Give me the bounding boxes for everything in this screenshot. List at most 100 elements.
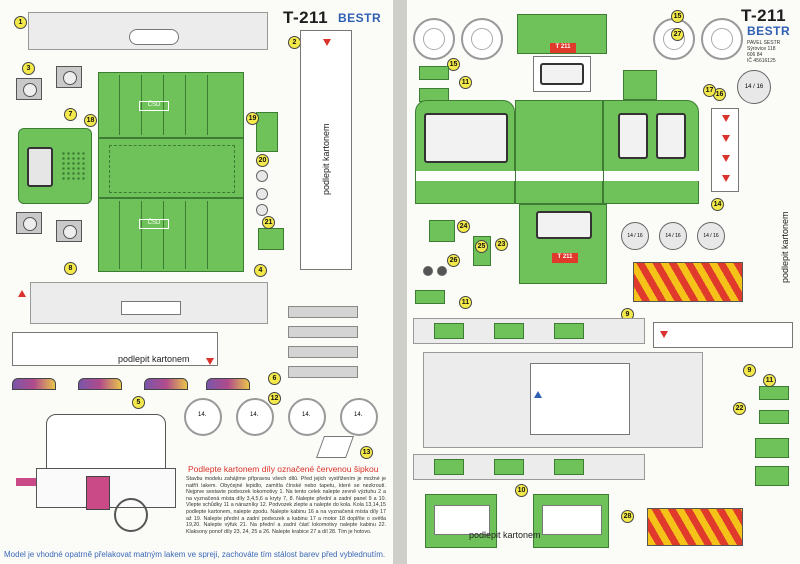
podlepit-label-horizontal-right: podlepit kartonem <box>469 530 541 540</box>
buffer-part-d <box>206 378 250 390</box>
buffer-part-a <box>12 378 56 390</box>
left-sheet: T-211 BESTR 1 2 3 podlepit kartonem 7 18… <box>0 0 393 564</box>
podlepit-label-vertical-right: podlepit kartonem <box>780 211 790 283</box>
part-number-r22: 22 <box>733 402 746 415</box>
hood-grille <box>27 147 53 187</box>
frame-strip-part <box>413 318 645 344</box>
author-block: PAVEL SESTR Sýrovice 118 606 84 IČ 45616… <box>747 40 781 64</box>
step-part-c <box>288 346 358 358</box>
part-number-4: 4 <box>254 264 267 277</box>
cab-window-frame-top <box>533 56 591 92</box>
hood-front-part <box>18 128 92 204</box>
side-box-part-b <box>533 494 609 548</box>
light-part-b <box>437 266 447 276</box>
lamp-part-r: 14 / 16 <box>737 70 771 104</box>
part-number-12: 12 <box>268 392 281 405</box>
box-part-r <box>755 438 789 458</box>
cardboard-box-r <box>653 322 793 348</box>
step-part-b <box>288 326 358 338</box>
part-number-r25: 25 <box>475 240 488 253</box>
part-number-7: 7 <box>64 108 77 121</box>
lamp-plate-1: 14 / 16 <box>621 222 649 250</box>
lamp-plate-2: 14 / 16 <box>659 222 687 250</box>
cardboard-band <box>12 332 218 366</box>
lamp-part-a <box>256 170 268 182</box>
long-strip-part <box>300 30 352 270</box>
cab-side-part-r <box>623 70 657 100</box>
bogie-part-c <box>16 212 42 234</box>
step-part-r-b <box>759 386 789 400</box>
wheel-part-r4 <box>701 18 743 60</box>
cab-roof-part: T 211 <box>517 14 607 54</box>
hazard-panel-rear <box>647 508 743 546</box>
step-part-r-c <box>759 410 789 424</box>
step-part-r-a <box>415 290 445 304</box>
lamp-part-c <box>256 204 268 216</box>
part-number-r14: 14 <box>711 198 724 211</box>
cab-front-part <box>415 100 516 204</box>
step-part-a <box>288 306 358 318</box>
wheel-part-4: 14. <box>340 398 378 436</box>
part-number-5: 5 <box>132 396 145 409</box>
cardboard-arrow-icon-3 <box>206 358 214 365</box>
bogie-part-a <box>16 78 42 100</box>
cab-back-part <box>603 100 700 204</box>
part-number-r26: 26 <box>447 254 460 267</box>
frame-strip-part-2 <box>413 454 645 480</box>
part-number-r10: 10 <box>515 484 528 497</box>
box-part-r2 <box>755 466 789 486</box>
part-number-r11: 11 <box>459 76 472 89</box>
part-number-18: 18 <box>84 114 97 127</box>
chassis-slot <box>129 29 179 45</box>
model-title-left: T-211 <box>283 8 329 27</box>
csd-logo-icon: ČSD <box>139 101 169 111</box>
part-number-6: 6 <box>268 372 281 385</box>
step-part-d <box>288 366 358 378</box>
part-number-r27: 27 <box>671 28 684 41</box>
bogie-part-b <box>56 66 82 88</box>
lamp-part-b <box>256 188 268 200</box>
part-number-3: 3 <box>22 62 35 75</box>
small-part-19 <box>256 112 278 152</box>
chassis-top-part <box>28 12 268 50</box>
light-part-a <box>423 266 433 276</box>
cardboard-arrow-icon <box>323 39 331 46</box>
body-top-panel <box>98 138 244 198</box>
wheel-part-1: 14. <box>184 398 222 436</box>
part-number-1: 1 <box>14 16 27 29</box>
roof-part-13 <box>315 436 355 458</box>
body-side-upper: ČSD <box>98 72 244 138</box>
sheet-gutter <box>393 0 407 564</box>
part-number-19: 19 <box>246 112 259 125</box>
cab-bottom-part: T 211 <box>519 204 607 284</box>
cardboard-arrow-icon-2 <box>18 290 26 297</box>
part-number-20: 20 <box>256 154 269 167</box>
wheel-part-3: 14. <box>288 398 326 436</box>
warning-strip <box>711 108 739 192</box>
wheel-part-r2 <box>461 18 503 60</box>
buffer-part-b <box>78 378 122 390</box>
cab-side-part <box>515 100 604 204</box>
chassis-bottom-part <box>30 282 268 324</box>
part-number-r15b: 15 <box>447 58 460 71</box>
small-green-part-a <box>419 66 449 80</box>
csd-logo-icon-lower: ČSD <box>139 219 169 229</box>
part-number-r17: 17 <box>703 84 716 97</box>
chassis-underside-part <box>423 352 703 448</box>
side-box-part-a <box>425 494 497 548</box>
part-number-r23: 23 <box>495 238 508 251</box>
part-number-r5: 9 <box>743 364 756 377</box>
part-number-r11c: 11 <box>763 374 776 387</box>
brand-right: BESTR <box>747 24 791 38</box>
podlepit-label-vertical-left: podlepit kartonem <box>321 123 331 195</box>
lamp-plate-3: 14 / 16 <box>697 222 725 250</box>
part-number-r15: 15 <box>671 10 684 23</box>
horn-part-24 <box>429 220 455 242</box>
assembly-drawing <box>16 398 176 538</box>
wheel-part-r1 <box>413 18 455 60</box>
podlepit-label-horizontal-left: podlepit kartonem <box>118 354 190 364</box>
footer-note: Model je vhodné opatrně přelakovat matný… <box>4 550 386 559</box>
part-number-8: 8 <box>64 262 77 275</box>
model-title-right: T-211 <box>741 6 787 25</box>
bogie-part-d <box>56 220 82 242</box>
